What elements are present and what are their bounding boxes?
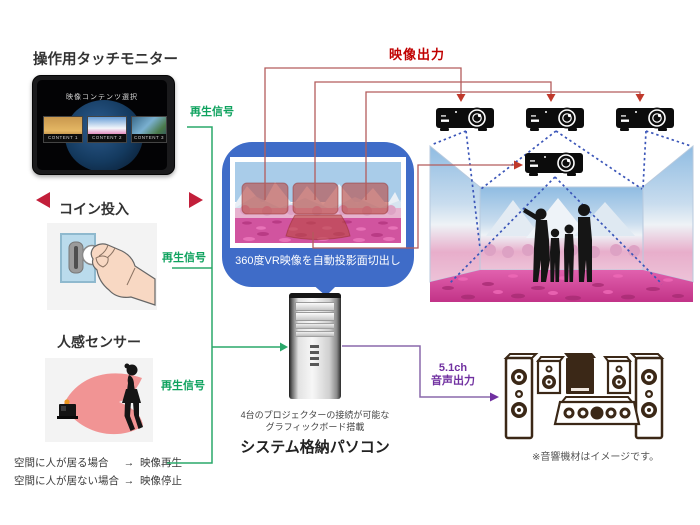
- pc-tower-icon: [289, 293, 341, 399]
- motion-sensor-icon: [45, 358, 153, 442]
- cutout-regions: [241, 182, 389, 240]
- rule-present: 空間に人が居る場合 → 映像再生: [14, 455, 182, 470]
- coin-insert-hand-icon: [47, 223, 157, 310]
- content-thumbnail-1-label: CONTENT 1: [44, 134, 82, 142]
- sensor-device: [57, 399, 78, 419]
- subwoofer: [564, 353, 596, 394]
- audio-output-label: 5.1ch 音声出力: [428, 362, 478, 387]
- bubble-caption: 360度VR映像を自動投影面切出し: [235, 255, 401, 267]
- rule-present-condition: 空間に人が居る場合: [14, 457, 109, 469]
- walking-person-silhouette: [122, 363, 143, 431]
- projection-beams: [430, 130, 692, 285]
- purple-audio-line: [342, 345, 490, 398]
- rule-absent: 空間に人が居ない場合 → 映像停止: [14, 473, 182, 488]
- hand-graphic: [90, 243, 156, 306]
- touch-monitor-icon: 映像コンテンツ選択 CONTENT 1 CONTENT 2 CONTENT 3: [32, 75, 203, 208]
- coin-slot: [74, 246, 78, 269]
- immersive-room-icon: [429, 130, 694, 302]
- floor-screen: [430, 270, 693, 302]
- rule-present-arrow: →: [123, 457, 135, 469]
- content-thumbnail-2[interactable]: CONTENT 2: [87, 116, 127, 143]
- green-arrowhead: [280, 342, 288, 352]
- playback-signal-label-monitor: 再生信号: [190, 106, 234, 118]
- playback-signal-label-sensor: 再生信号: [161, 380, 205, 392]
- pc-caption-line2: グラフィックボード搭載: [265, 422, 365, 432]
- audio-output-text: 音声出力: [431, 374, 475, 387]
- touch-monitor-title: 操作用タッチモニター: [33, 52, 178, 68]
- pc-caption-line1: 4台のプロジェクターの接続が可能な: [240, 410, 390, 420]
- coin-title: コイン投入: [59, 201, 129, 217]
- rule-absent-result: 映像停止: [140, 475, 182, 487]
- rule-absent-arrow: →: [123, 475, 135, 487]
- purple-arrowhead: [490, 392, 499, 402]
- prev-content-arrow-icon[interactable]: [36, 192, 50, 208]
- pc-title: システム格納パソコン: [240, 439, 390, 456]
- speaker-set-icon: [503, 353, 665, 440]
- tablet-screen: 映像コンテンツ選択 CONTENT 1 CONTENT 2 CONTENT 3: [37, 80, 167, 170]
- rule-present-result: 映像再生: [140, 457, 182, 469]
- projector-icon: [436, 106, 496, 137]
- content-thumbnail-2-label: CONTENT 2: [88, 134, 126, 142]
- content-thumbnail-3[interactable]: CONTENT 3: [131, 116, 167, 143]
- sensor-title: 人感センサー: [57, 334, 141, 350]
- audio-note: ※音響機材はイメージです。: [532, 452, 660, 463]
- green-signal-lines: [167, 126, 280, 464]
- content-thumbnail-3-label: CONTENT 3: [132, 134, 166, 142]
- next-content-arrow-icon[interactable]: [189, 192, 203, 208]
- audio-output-channels: 5.1ch: [438, 362, 468, 374]
- red-video-lines: [264, 67, 641, 249]
- red-arrowheads: [456, 94, 645, 170]
- projector-icon: [525, 151, 585, 182]
- content-thumbnail-1[interactable]: CONTENT 1: [43, 116, 83, 143]
- projector-icon: [616, 106, 676, 137]
- projector-icon: [526, 106, 586, 137]
- playback-signal-label-coin: 再生信号: [162, 252, 206, 264]
- vr-panorama-image: [235, 162, 401, 243]
- video-output-label: 映像出力: [389, 47, 446, 62]
- family-silhouette: [523, 204, 592, 282]
- rule-absent-condition: 空間に人が居ない場合: [14, 475, 119, 487]
- content-select-title: 映像コンテンツ選択: [66, 94, 138, 101]
- sensor-detection-area: [63, 373, 143, 435]
